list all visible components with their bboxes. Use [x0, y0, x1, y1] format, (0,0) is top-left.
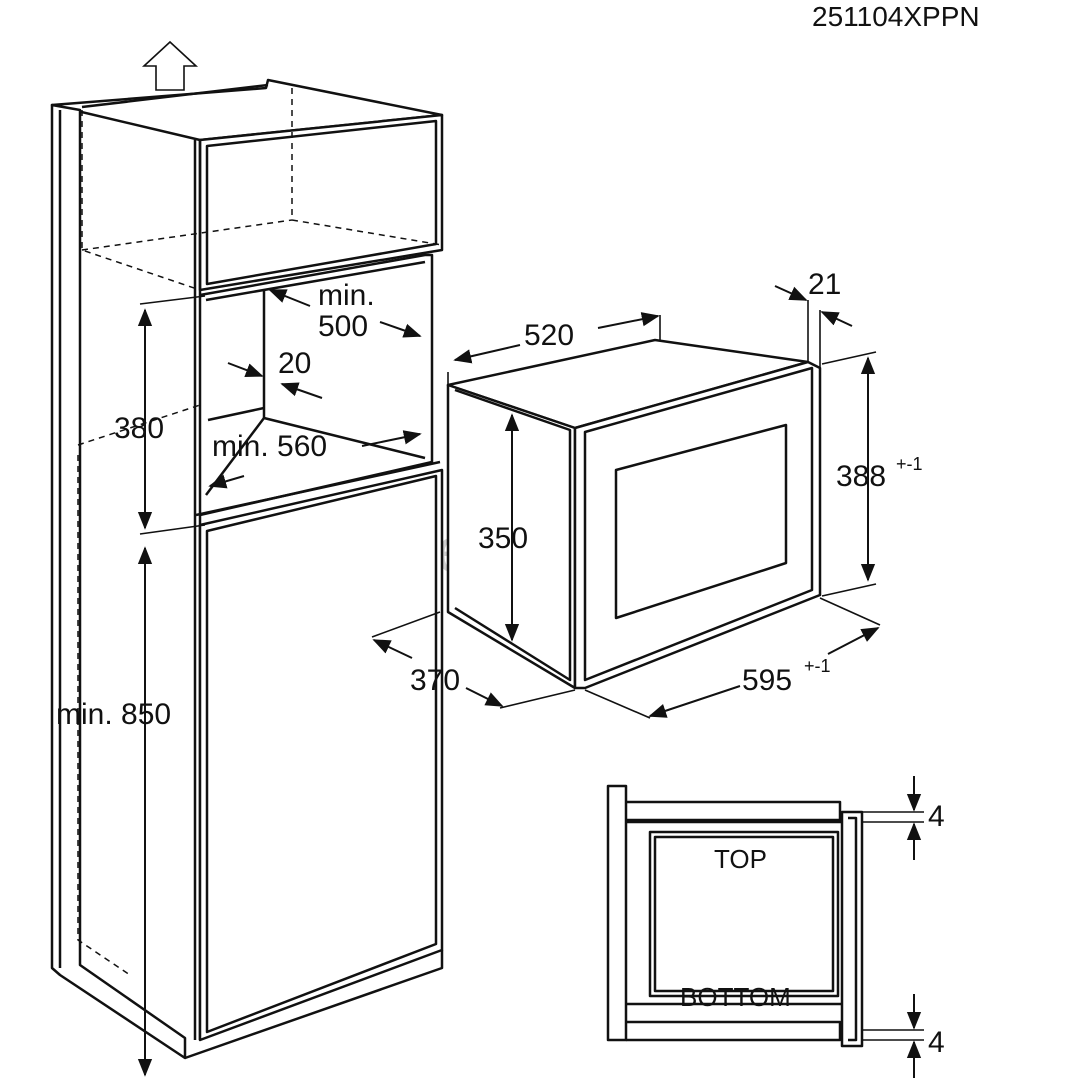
niche-height-label: 380 — [114, 412, 164, 445]
cabinet-dimensions — [137, 289, 422, 1077]
front-width-label: 595 — [742, 664, 792, 697]
gap-depth-label-top: min. — [318, 279, 375, 312]
gap-depth-label-value: 500 — [318, 310, 368, 343]
width-top-label: 520 — [524, 319, 574, 352]
top-label: TOP — [714, 844, 767, 874]
bottom-label: BOTTOM — [680, 982, 791, 1012]
microwave-appliance — [446, 338, 822, 690]
frame-depth-label: 21 — [808, 268, 841, 301]
front-height-label: 388 — [836, 460, 886, 493]
front-height-tolerance: +-1 — [896, 454, 923, 474]
base-height-label: min. 850 — [56, 698, 171, 731]
niche-width-label: min. 560 — [212, 430, 327, 463]
drawing-code: 251104XPPN — [812, 1, 980, 32]
top-gap-label: 4 — [928, 800, 945, 833]
front-width-tolerance: +-1 — [804, 656, 831, 676]
side-gap-label: 20 — [278, 347, 311, 380]
up-arrow-icon — [141, 40, 199, 91]
body-depth-label: 370 — [410, 664, 460, 697]
tall-cabinet — [50, 78, 444, 1060]
appliance-dimensions — [371, 285, 881, 719]
bottom-gap-label: 4 — [928, 1026, 945, 1059]
body-height-label: 350 — [478, 522, 528, 555]
section-view — [606, 776, 924, 1078]
